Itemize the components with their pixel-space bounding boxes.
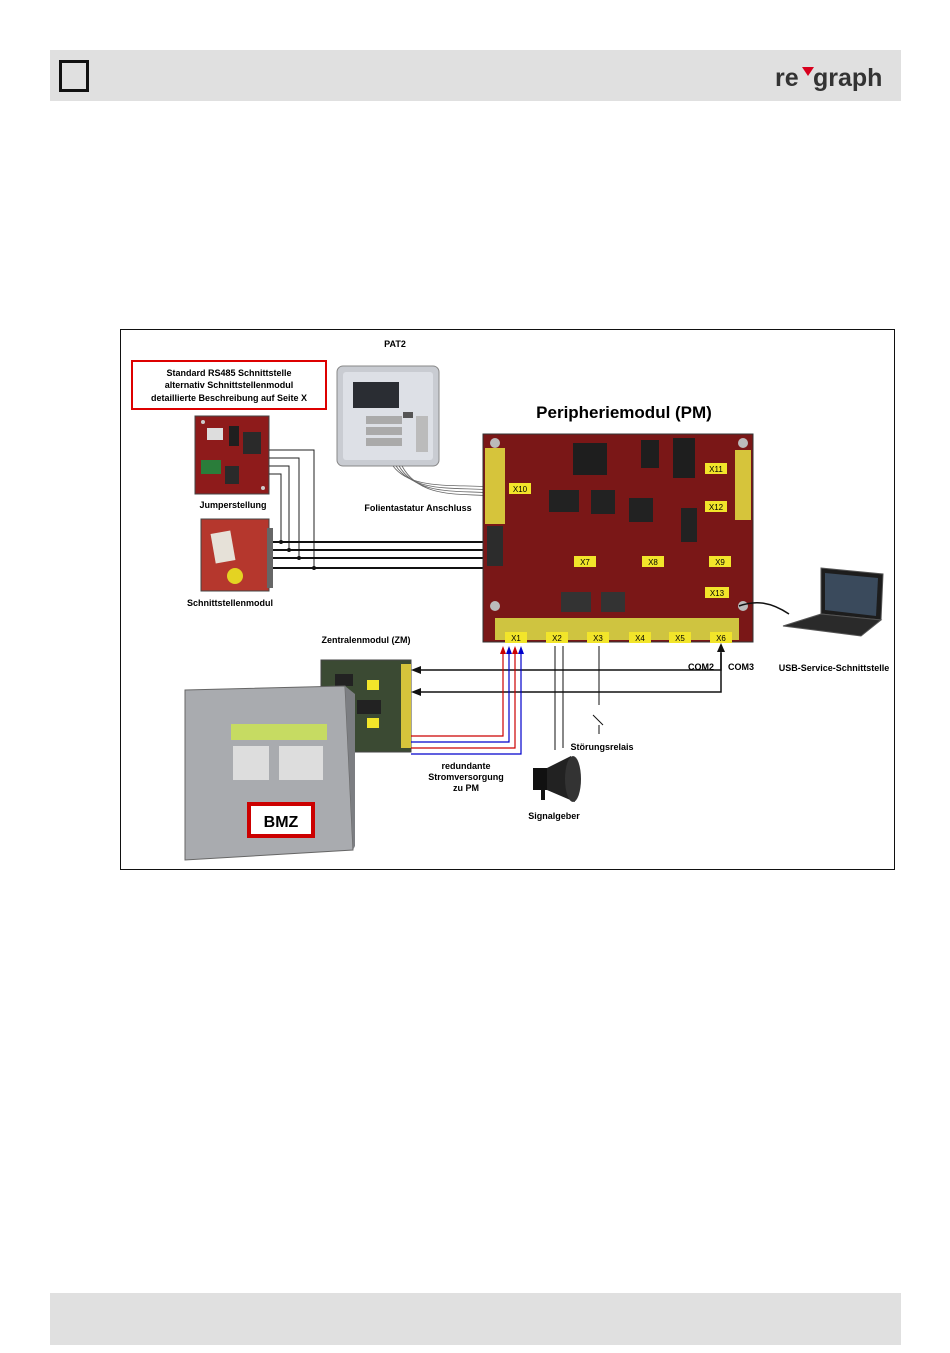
label-x3: X3 <box>593 634 603 643</box>
jumper-board <box>194 415 270 495</box>
siren-icon <box>533 756 581 802</box>
power-label-1: redundante <box>441 761 490 771</box>
usb-label: USB-Service-Schnittstelle <box>779 663 890 673</box>
pat-title: PAT2 <box>384 339 406 349</box>
pat-ribbon-cable <box>392 465 492 497</box>
relay-wires <box>592 646 604 734</box>
pat2-panel-device <box>336 365 440 467</box>
connector-labels: X10 X11 X12 X7 X8 X9 X13 <box>509 463 731 598</box>
signal-wires <box>554 646 564 750</box>
diagram-canvas: Standard RS485 Schnittstelle alternativ … <box>131 339 890 861</box>
stoer-label: Störungsrelais <box>570 742 633 752</box>
label-x6: X6 <box>716 634 726 643</box>
label-x13: X13 <box>710 589 725 598</box>
logo-triangle <box>802 67 814 76</box>
power-label-3: zu PM <box>453 783 479 793</box>
schnittstellenmodul-board <box>200 518 273 592</box>
rs485-bus-lines <box>273 541 491 569</box>
laptop-icon <box>782 567 884 637</box>
schnitt-label: Schnittstellenmodul <box>187 598 273 608</box>
label-x9: X9 <box>715 558 725 567</box>
signal-label: Signalgeber <box>528 811 580 821</box>
bus-junctions <box>279 540 316 570</box>
label-x7: X7 <box>580 558 590 567</box>
info-line-2: alternativ Schnittstellenmodul <box>165 380 294 390</box>
label-x1: X1 <box>511 634 521 643</box>
label-x5: X5 <box>675 634 685 643</box>
logo-text-left: re <box>775 64 799 92</box>
usb-cable <box>738 601 790 615</box>
label-x4: X4 <box>635 634 645 643</box>
label-x10: X10 <box>513 485 528 494</box>
info-line-3: detaillierte Beschreibung auf Seite X <box>151 393 307 403</box>
com-up-arrow <box>717 643 725 652</box>
label-x11: X11 <box>709 465 723 474</box>
bottom-connector-labels: X1 X2 X3 X4 X5 X6 <box>505 632 732 643</box>
com3-arrow <box>411 688 421 696</box>
com2-label: COM2 <box>688 662 714 672</box>
com3-label: COM3 <box>728 662 754 672</box>
page-footer <box>50 1293 901 1345</box>
zm-label: Zentralenmodul (ZM) <box>322 635 411 645</box>
power-arrows <box>500 646 524 654</box>
info-line-1: Standard RS485 Schnittstelle <box>166 368 291 378</box>
jumper-wires <box>269 449 315 568</box>
bmz-cabinet <box>184 685 355 861</box>
jumper-label: Jumperstellung <box>199 500 266 510</box>
folien-label: Folientastatur Anschluss <box>364 503 471 513</box>
pm-title: Peripheriemodul (PM) <box>536 403 712 422</box>
page-header: re graph <box>50 50 901 101</box>
header-checkbox-square <box>59 60 89 92</box>
bmz-label: BMZ <box>264 814 299 831</box>
label-x12: X12 <box>709 503 724 512</box>
power-label-2: Stromversorgung <box>428 772 504 782</box>
logo-text-right: graph <box>813 64 882 92</box>
zentralenmodul-board <box>320 659 412 753</box>
wiring-diagram: Standard RS485 Schnittstelle alternativ … <box>120 329 895 870</box>
regraph-logo: re graph <box>775 64 882 92</box>
info-box: Standard RS485 Schnittstelle alternativ … <box>131 360 327 410</box>
com-lines <box>417 645 722 693</box>
label-x8: X8 <box>648 558 658 567</box>
com2-arrow <box>411 666 421 674</box>
power-lines <box>411 650 522 755</box>
label-x2: X2 <box>552 634 562 643</box>
